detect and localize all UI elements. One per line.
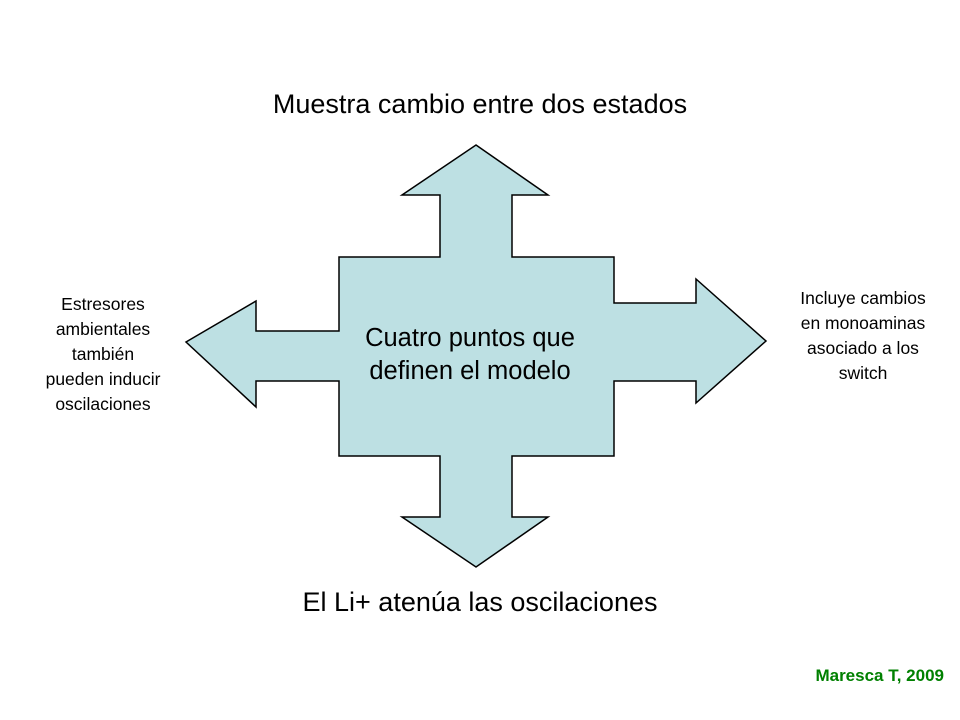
right-point-line: en monoaminas (800, 313, 926, 333)
citation: Maresca T, 2009 (815, 666, 944, 685)
right-point-line: Incluye cambios (800, 288, 926, 308)
right-point-line: switch (838, 363, 888, 383)
left-point-line: pueden inducir (45, 369, 161, 389)
left-point-line: oscilaciones (55, 394, 151, 414)
center-title-line: Cuatro puntos que (365, 324, 575, 352)
top-point-label: Muestra cambio entre dos estados (272, 89, 688, 119)
four-way-arrow-shape (184, 144, 768, 568)
left-point-line: Estresores (61, 294, 145, 314)
center-title: Cuatro puntos que definen el modelo (320, 322, 620, 388)
right-point-line: asociado a los (807, 338, 919, 358)
center-title-line: definen el modelo (369, 357, 571, 385)
bottom-point-label: El Li+ atenúa las oscilaciones (302, 587, 658, 617)
left-point-line: también (71, 344, 135, 364)
right-point-label: Incluye cambios en monoaminas asociado a… (770, 286, 956, 386)
left-point-label: Estresores ambientales también pueden in… (14, 292, 192, 417)
left-point-line: ambientales (55, 319, 151, 339)
